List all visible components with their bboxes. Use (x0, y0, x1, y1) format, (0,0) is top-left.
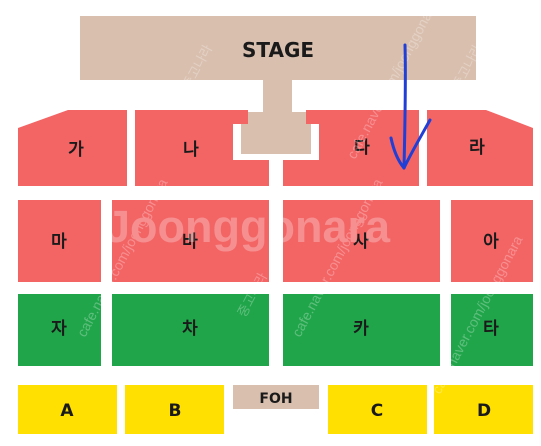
annotation-arrow (389, 43, 432, 170)
arrow-shaft (402, 43, 407, 170)
section-A-label: A (60, 401, 74, 421)
row-3: 자 차 카 타 (18, 294, 533, 366)
section-ja[interactable] (18, 294, 101, 366)
section-C-label: C (371, 401, 383, 421)
section-A[interactable] (18, 385, 117, 434)
section-B[interactable] (125, 385, 224, 434)
stage-label: STAGE (242, 38, 314, 62)
section-cha[interactable] (112, 294, 269, 366)
section-sa-label: 사 (353, 232, 369, 252)
section-C[interactable] (328, 385, 427, 434)
arrow-head (389, 118, 432, 170)
foh-label: FOH (259, 391, 292, 407)
section-ja-label: 자 (51, 319, 67, 339)
section-cha-label: 차 (182, 319, 198, 339)
section-ra[interactable] (427, 110, 533, 186)
section-ra-label: 라 (469, 138, 485, 158)
section-a[interactable] (451, 200, 533, 282)
section-ka[interactable] (283, 294, 440, 366)
section-ba[interactable] (112, 200, 269, 282)
section-da[interactable] (283, 110, 419, 186)
row-1: 가 나 다 라 (18, 110, 533, 186)
section-ga-label: 가 (68, 140, 84, 160)
section-na[interactable] (135, 110, 269, 186)
row-2: 마 바 사 아 (18, 200, 533, 282)
stage-area: STAGE (80, 16, 476, 154)
section-ma-label: 마 (51, 232, 67, 252)
section-B-label: B (169, 401, 182, 421)
section-D-label: D (477, 401, 491, 421)
section-ta-label: 타 (483, 319, 499, 339)
section-D[interactable] (434, 385, 533, 434)
section-ma[interactable] (18, 200, 101, 282)
stage-block (80, 16, 476, 154)
section-na-label: 나 (183, 140, 199, 160)
section-ta[interactable] (451, 294, 533, 366)
section-sa[interactable] (283, 200, 440, 282)
section-a-label: 아 (483, 232, 499, 252)
section-ka-label: 카 (353, 319, 369, 339)
section-ga[interactable] (18, 110, 127, 186)
foh-block (233, 385, 319, 409)
section-ba-label: 바 (182, 232, 198, 252)
row-4: A B FOH C D (18, 385, 533, 434)
section-da-label: 다 (354, 138, 370, 158)
